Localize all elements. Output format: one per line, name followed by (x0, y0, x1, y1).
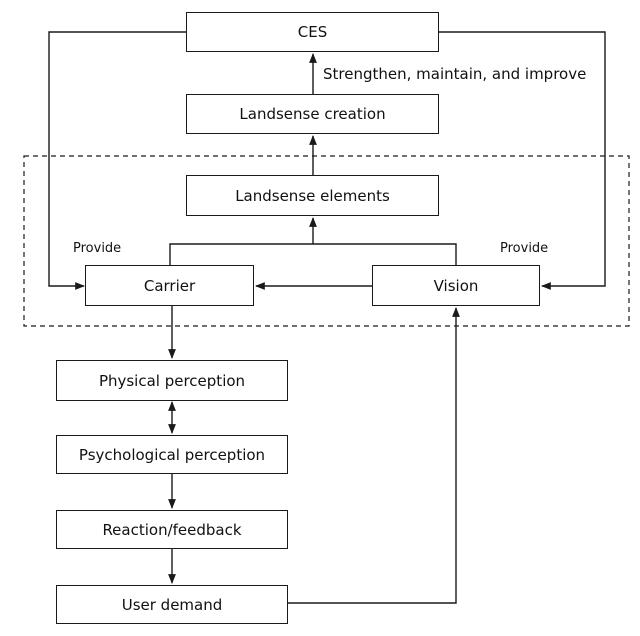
node-landsense-creation: Landsense creation (186, 94, 439, 134)
label-strengthen: Strengthen, maintain, and improve (323, 65, 587, 83)
label-provide-left: Provide (73, 241, 122, 256)
node-physical-perception: Physical perception (56, 360, 288, 401)
node-ces: CES (186, 12, 439, 52)
label-provide-right: Provide (500, 241, 549, 256)
node-vision: Vision (372, 265, 540, 306)
arrow-ces-to-vision (439, 31, 606, 290)
arrow-demand-to-vision (288, 307, 460, 604)
node-psychological-perception: Psychological perception (56, 435, 288, 474)
node-landsense-elements: Landsense elements (186, 175, 439, 216)
node-user-demand: User demand (56, 585, 288, 624)
node-reaction-feedback: Reaction/feedback (56, 510, 288, 549)
arrow-ces-to-carrier (48, 31, 186, 290)
connector-carrier-up (169, 243, 457, 265)
node-carrier: Carrier (85, 265, 254, 306)
